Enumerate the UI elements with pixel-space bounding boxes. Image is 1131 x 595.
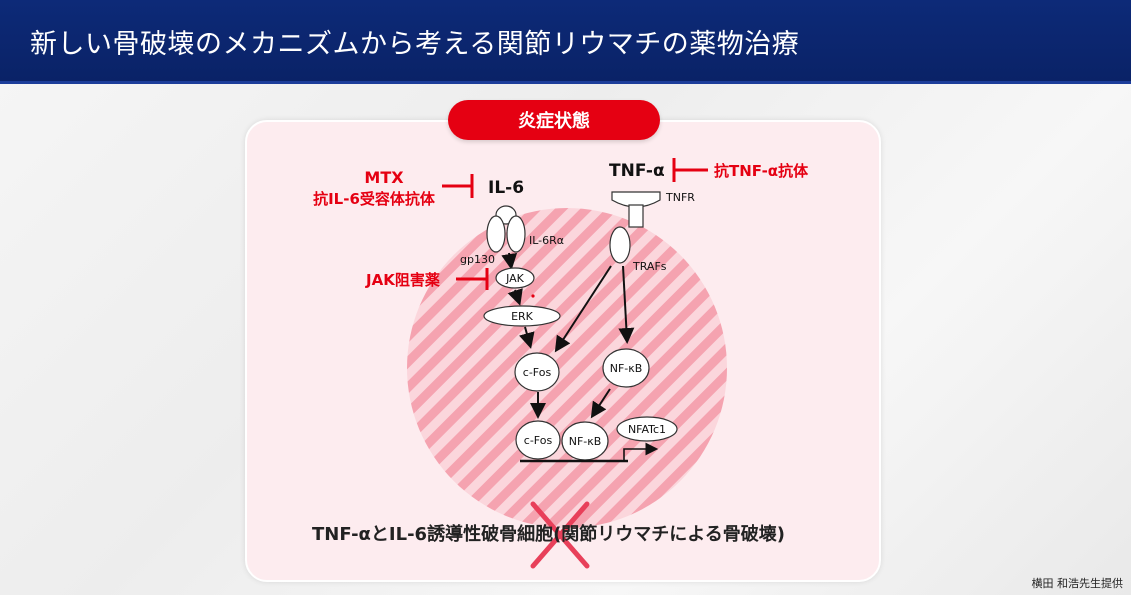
header-divider <box>0 81 1131 84</box>
erk-label: ERK <box>511 310 534 323</box>
jak-label: JAK <box>505 272 525 285</box>
page-title: 新しい骨破壊のメカニズムから考える関節リウマチの薬物治療 <box>30 29 800 60</box>
il6ra-label: IL-6Rα <box>529 234 564 247</box>
tnfr-receptor <box>611 191 661 228</box>
transcription-arrow <box>623 442 659 461</box>
anti-il6r-label: 抗IL-6受容体抗体 <box>313 190 436 208</box>
trafs-node <box>609 226 631 264</box>
header-bar: 新しい骨破壊のメカニズムから考える関節リウマチの薬物治療 <box>0 0 1131 84</box>
nfatc1-node <box>616 416 678 442</box>
cfos-bottom-node <box>515 420 561 460</box>
image-credit: 横田 和浩先生提供 <box>1031 577 1124 590</box>
arrow-jak-erk <box>507 288 523 306</box>
arrow-nfkb-down <box>590 388 611 419</box>
mtx-label: MTX <box>364 168 404 187</box>
il6-receptor <box>486 205 526 253</box>
tnfa-label: TNF-α <box>609 161 665 181</box>
inflammation-state-badge: 炎症状態 <box>448 100 660 140</box>
arrow-trafs-nfkb <box>618 265 635 344</box>
nfatc1-label: NFATc1 <box>628 423 666 436</box>
arrow-trafs-cfos <box>554 265 612 353</box>
cross-mark-icon <box>530 501 590 569</box>
red-dot <box>531 294 535 298</box>
arrow-erk-cfos <box>519 326 535 349</box>
cfos-label: c-Fos <box>523 366 552 379</box>
tnfr-label: TNFR <box>665 191 695 204</box>
il6-label: IL-6 <box>488 178 524 198</box>
gp130-label: gp130 <box>460 253 495 266</box>
diagram-caption: TNF-αとIL-6誘導性破骨細胞(関節リウマチによる骨破壊) <box>312 524 785 545</box>
cfos-bottom-label: c-Fos <box>524 434 553 447</box>
osteoclast-cell <box>407 208 727 528</box>
jak-node <box>495 267 535 289</box>
cfos-node <box>514 352 560 392</box>
jak-inhibitor-label: JAK阻害薬 <box>365 271 440 289</box>
arrow-il6r-jak <box>501 252 518 270</box>
trafs-label: TRAFs <box>632 260 667 273</box>
nfkb-label: NF-κB <box>610 362 643 375</box>
erk-node <box>483 305 561 327</box>
anti-tnfa-label: 抗TNF-α抗体 <box>714 162 809 180</box>
nfkb-bottom-label: NF-κB <box>569 435 602 448</box>
nfkb-node <box>602 348 650 388</box>
